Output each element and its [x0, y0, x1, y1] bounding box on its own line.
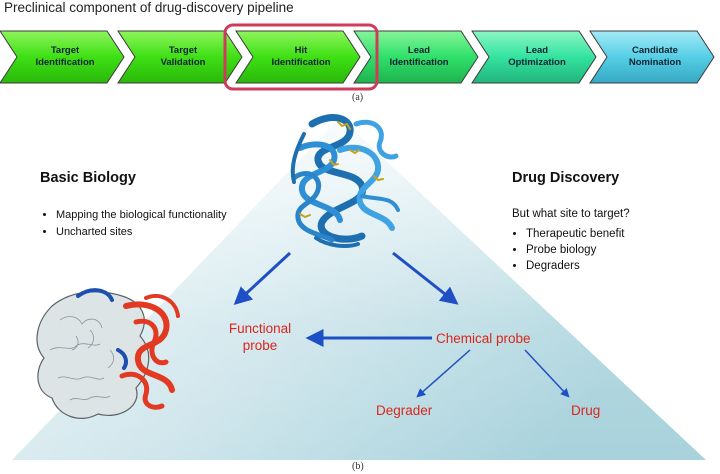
- step-label-hit-identification: Hit Identification: [271, 45, 331, 68]
- chevron-lead-optimization: [471, 30, 597, 84]
- drug-discovery-bullet: Probe biology: [526, 242, 696, 258]
- node-drug: Drug: [571, 403, 601, 418]
- chevron-candidate-nomination: [589, 30, 715, 84]
- arrow-to-functional-probe: [233, 251, 292, 306]
- step-label-target-identification: Target Identification: [35, 45, 95, 68]
- pipeline-chevrons: [0, 30, 715, 84]
- step-label-lead-optimization: Lead Optimization: [508, 45, 566, 68]
- node-functional-probe: Functional probe: [228, 321, 292, 353]
- kinase-structure: [290, 114, 400, 248]
- arrow-to-chemical-probe: [392, 251, 459, 305]
- node-degrader: Degrader: [376, 403, 433, 418]
- basic-biology-heading: Basic Biology: [40, 170, 136, 186]
- chevron-lead-identification: [353, 30, 479, 84]
- highlight-box: [223, 23, 379, 91]
- step-label-target-validation: Target Validation: [160, 45, 206, 68]
- drug-discovery-bullet: Therapeutic benefit: [526, 226, 696, 242]
- arrow-to-degrader: [416, 349, 471, 398]
- drug-discovery-list: Therapeutic benefit Probe biology Degrad…: [512, 226, 696, 274]
- arrow-to-drug: [524, 349, 570, 398]
- basic-biology-bullet: Uncharted sites: [56, 225, 236, 239]
- basic-biology-bullet: Mapping the biological functionality: [56, 208, 236, 222]
- drug-discovery-intro: But what site to target?: [512, 208, 630, 220]
- basic-biology-list: Mapping the biological functionality Unc…: [42, 208, 236, 239]
- drug-discovery-bullet: Degraders: [526, 258, 696, 274]
- complex-structure: [36, 288, 180, 419]
- step-label-lead-identification: Lead Identification: [389, 45, 449, 68]
- figure-title: Preclinical component of drug-discovery …: [4, 0, 294, 15]
- chevron-hit-identification: [235, 30, 361, 84]
- chevron-target-identification: [0, 30, 125, 84]
- step-label-candidate-nomination: Candidate Nomination: [628, 45, 682, 68]
- node-chemical-probe: Chemical probe: [436, 331, 531, 346]
- triangle-background: [12, 118, 706, 460]
- drug-discovery-heading: Drug Discovery: [512, 170, 620, 186]
- caption-b: (b): [352, 461, 364, 472]
- caption-a: (a): [352, 92, 364, 103]
- arrows: [233, 251, 570, 398]
